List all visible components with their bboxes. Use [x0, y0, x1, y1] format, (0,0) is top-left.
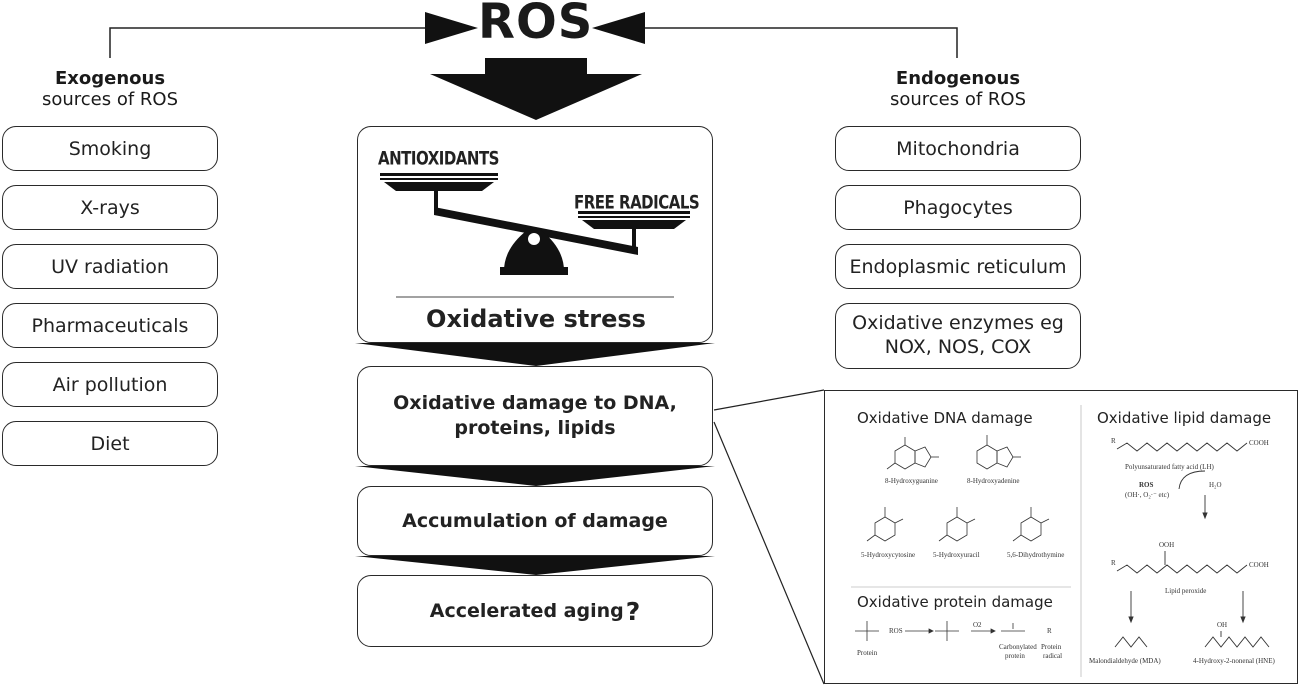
endo-item-phagocytes: Phagocytes: [835, 185, 1081, 230]
oxidative-stress-label: Oxidative stress: [426, 305, 646, 333]
exogenous-heading-sub: sources of ROS: [41, 89, 179, 110]
endogenous-connector: [640, 27, 958, 58]
enzymes-line-2: NOX, NOS, COX: [884, 336, 1032, 358]
protein-label-o2: O2: [973, 621, 982, 629]
oxidative-damage-box: Oxidative damage to DNA, proteins, lipid…: [357, 366, 713, 466]
dna-label-3: 5-Hydroxycytosine: [861, 551, 916, 559]
detail-panel: Oxidative DNA damage 8-Hydroxyguanine 8-…: [824, 390, 1298, 684]
endo-item-mitochondria: Mitochondria: [835, 126, 1081, 171]
endo-item-er: Endoplasmic reticulum: [835, 244, 1081, 289]
zoom-line-top: [713, 389, 825, 411]
left-arrowhead: [425, 12, 478, 44]
lipid-section-title: Oxidative lipid damage: [1097, 409, 1272, 427]
dna-structures: [866, 435, 1050, 542]
balance-scale-icon: [380, 173, 690, 298]
endogenous-heading-sub: sources of ROS: [889, 89, 1027, 110]
dna-label-4: 5-Hydroxyuracil: [933, 551, 980, 559]
exo-item-diet: Diet: [2, 421, 218, 466]
endogenous-heading-bold: Endogenous: [895, 68, 1021, 89]
protein-label-carbonylated-1: Carbonylated: [999, 643, 1037, 651]
lipid-label-water: H₂O: [1209, 481, 1222, 489]
lipid-label-ros-detail: (OH·, O₂·⁻ etc): [1125, 491, 1170, 499]
damage-line-2: proteins, lipids: [454, 417, 616, 439]
protein-label-protein: Protein: [857, 649, 878, 657]
exo-item-xrays: X-rays: [2, 185, 218, 230]
oxidative-stress-box: ANTIOXIDANTS FREE RADICALS Oxidative str…: [357, 126, 713, 343]
free-radicals-label: FREE RADICALS: [574, 191, 700, 214]
lipid-label-ooh: OOH: [1159, 541, 1175, 549]
antioxidants-label: ANTIOXIDANTS: [378, 147, 500, 170]
lipid-label-ros: ROS: [1139, 481, 1154, 489]
dna-label-1: 8-Hydroxyguanine: [885, 477, 938, 485]
protein-label-radical-1: Protein: [1041, 643, 1062, 651]
protein-label-carbonylated-2: protein: [1005, 652, 1025, 660]
aging-question-mark: ?: [625, 596, 641, 626]
lipid-label-oh: OH: [1217, 621, 1228, 629]
right-arrowhead: [592, 12, 645, 44]
detail-drawings: [851, 405, 1270, 677]
down-arrow-main: [430, 58, 642, 120]
down-chevron-1: [355, 343, 715, 366]
exo-item-smoking: Smoking: [2, 126, 218, 171]
lipid-label-cooh-2: COOH: [1249, 561, 1269, 569]
lipid-label-r-1: R: [1111, 437, 1116, 445]
lipid-label-mda: Malondialdehyde (MDA): [1089, 657, 1161, 665]
enzymes-line-1: Oxidative enzymes eg: [852, 312, 1064, 335]
aging-box: Accelerated aging?: [357, 575, 713, 647]
protein-label-radical-2: radical: [1043, 652, 1063, 660]
lipid-label-r-2: R: [1111, 559, 1116, 567]
exogenous-connector: [109, 27, 430, 58]
endo-item-enzymes: Oxidative enzymes eg NOX, NOS, COX: [835, 303, 1081, 369]
lipid-label-hne: 4-Hydroxy-2-nonenal (HNE): [1193, 657, 1275, 665]
lipid-label-cooh-1: COOH: [1249, 439, 1269, 447]
exogenous-heading-bold: Exogenous: [54, 68, 166, 89]
down-chevron-3: [355, 556, 715, 575]
dna-section-title: Oxidative DNA damage: [857, 409, 1033, 427]
protein-label-r: R: [1047, 627, 1052, 635]
damage-line-1: Oxidative damage to DNA,: [393, 392, 677, 415]
accumulation-box: Accumulation of damage: [357, 486, 713, 556]
lipid-reaction: [1114, 442, 1270, 648]
zoom-line-bottom: [713, 421, 825, 685]
protein-section-title: Oxidative protein damage: [857, 593, 1053, 611]
exo-item-air-pollution: Air pollution: [2, 362, 218, 407]
dna-label-2: 8-Hydroxyadenine: [967, 477, 1020, 485]
protein-label-ros: ROS: [889, 627, 903, 635]
exo-item-uv: UV radiation: [2, 244, 218, 289]
lipid-label-pufa: Polyunsaturated fatty acid (LH): [1125, 463, 1214, 471]
exo-item-pharmaceuticals: Pharmaceuticals: [2, 303, 218, 348]
dna-label-5: 5,6-Dihydrothymine: [1007, 551, 1065, 559]
exogenous-heading: Exogenous sources of ROS: [0, 68, 220, 110]
endogenous-heading: Endogenous sources of ROS: [848, 68, 1068, 110]
lipid-label-lipid-peroxide: Lipid peroxide: [1165, 587, 1207, 595]
aging-label: Accelerated aging: [429, 600, 624, 622]
ros-title: ROS: [478, 0, 594, 50]
down-chevron-2: [355, 466, 715, 486]
protein-reaction: [855, 621, 1025, 641]
